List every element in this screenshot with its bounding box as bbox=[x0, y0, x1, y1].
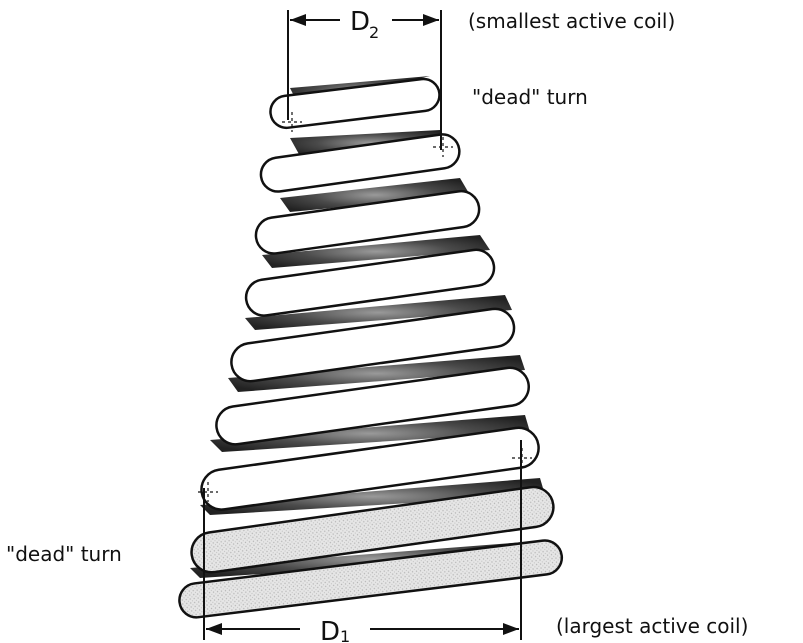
spring-coils bbox=[178, 77, 564, 619]
coil-1 bbox=[259, 133, 461, 193]
dimension-d1 bbox=[203, 440, 522, 640]
coil-top-dead bbox=[269, 77, 441, 130]
dimension-d2 bbox=[287, 10, 442, 150]
coil-2 bbox=[254, 189, 481, 255]
d1-note: (largest active coil) bbox=[556, 614, 748, 638]
coil-bottom-dead bbox=[178, 539, 564, 619]
coil-5 bbox=[215, 366, 530, 446]
d2-note: (smallest active coil) bbox=[468, 9, 675, 33]
d2-subscript: 2 bbox=[369, 23, 379, 42]
dead-turn-label-top: "dead" turn bbox=[472, 85, 588, 109]
d1-subscript: 1 bbox=[340, 627, 350, 643]
dead-turn-label-bottom: "dead" turn bbox=[6, 542, 122, 566]
coil-7 bbox=[190, 485, 555, 574]
d1-symbol: D bbox=[320, 617, 340, 643]
d2-symbol: D bbox=[350, 7, 370, 37]
coil-3 bbox=[244, 248, 496, 317]
coil-6 bbox=[200, 426, 540, 511]
coil-4 bbox=[230, 307, 516, 383]
